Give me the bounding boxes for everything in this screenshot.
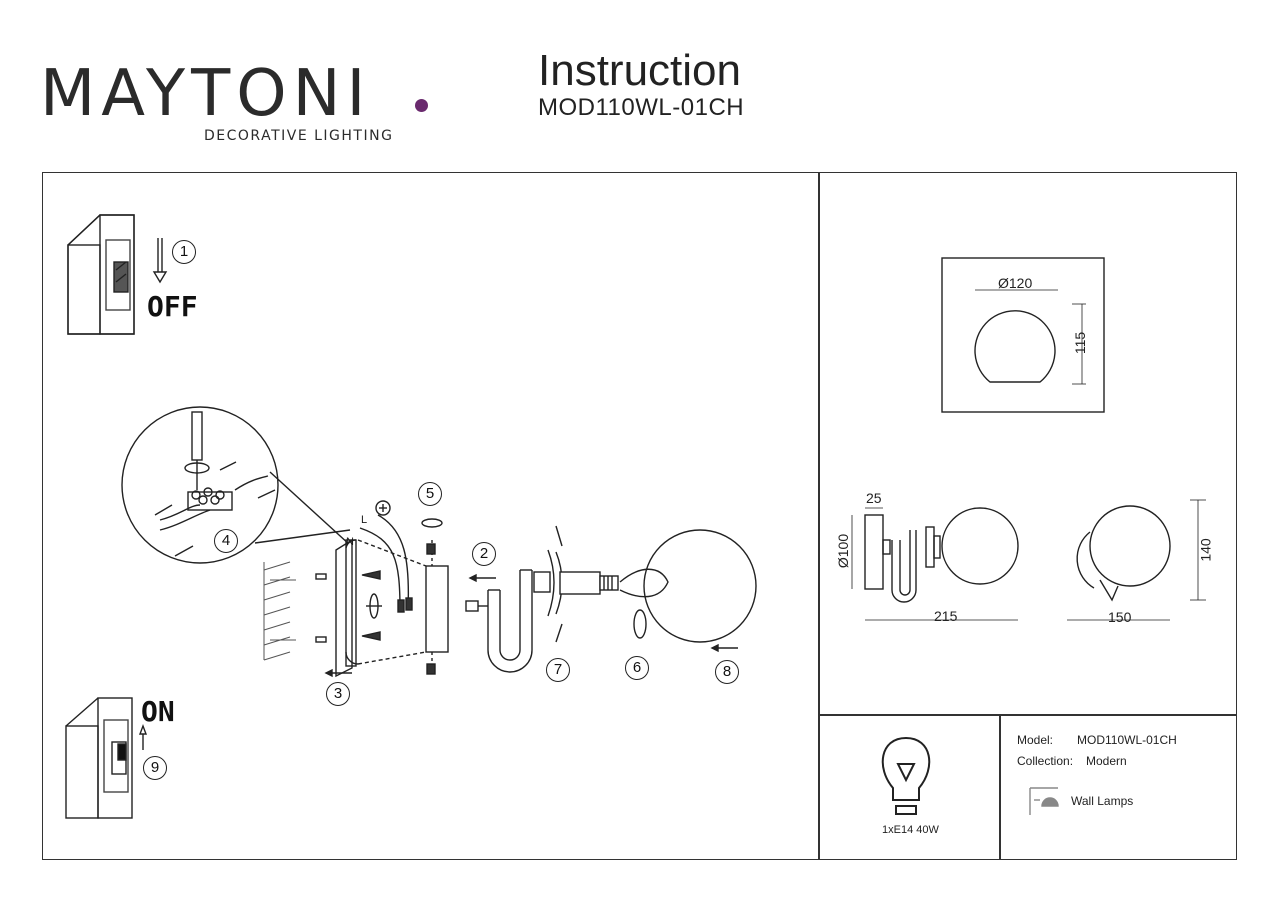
instruction-frame: [42, 172, 1237, 860]
dim-front-width: 150: [1108, 609, 1132, 625]
front-view: [941, 257, 1105, 413]
brand-accent-dot: [415, 99, 428, 112]
step-7-badge: 7: [546, 658, 570, 682]
dim-depth-small: 25: [866, 490, 882, 506]
step-3-badge: 3: [326, 682, 350, 706]
switch-off-icon: [67, 214, 135, 335]
up-arrow-icon: [138, 724, 148, 750]
dim-top-height: 115: [1072, 331, 1089, 355]
step-6-badge: 6: [625, 656, 649, 680]
brand-name: MAYTONI: [40, 57, 372, 131]
down-arrow-icon: [152, 238, 168, 284]
category-label: Wall Lamps: [1071, 794, 1134, 808]
globe-shade: [619, 529, 757, 643]
info-divider: [999, 714, 1001, 860]
terminal-n-label: N: [346, 536, 354, 548]
brand-logo: MAYTONI DECORATIVE LIGHTING: [40, 48, 428, 148]
on-label: ON: [141, 695, 175, 728]
dim-height: 140: [1197, 538, 1214, 562]
wall-hatch: [263, 561, 296, 661]
step-8-badge: 8: [715, 660, 739, 684]
side-view: [851, 507, 1019, 621]
dim-length: 215: [934, 608, 958, 624]
model-value: MOD110WL-01CH: [1077, 733, 1177, 747]
switch-on-icon: [65, 697, 133, 819]
wiring-detail-bubble: [121, 406, 351, 564]
collection-label: Collection:: [1017, 754, 1074, 768]
vertical-divider: [818, 172, 820, 860]
off-label: OFF: [147, 290, 198, 323]
horizontal-divider: [818, 714, 1237, 716]
dim-top-diameter: Ø120: [998, 275, 1033, 291]
dim-plate-diameter: Ø100: [835, 533, 852, 569]
direction-arrows: [324, 573, 738, 678]
step-2-badge: 2: [472, 542, 496, 566]
terminal-l-label: L: [361, 514, 368, 526]
step-1-badge: 1: [172, 240, 196, 264]
bulb-icon: [881, 736, 931, 815]
step-9-badge: 9: [143, 756, 167, 780]
brand-tagline: DECORATIVE LIGHTING: [204, 128, 394, 144]
u-shaped-arm: [465, 569, 533, 673]
step-4-badge: 4: [214, 529, 238, 553]
wall-lamp-icon: [1029, 787, 1059, 815]
model-subtitle: MOD110WL-01CH: [538, 94, 745, 121]
page-title: Instruction: [538, 46, 741, 95]
canopy: [357, 518, 449, 675]
mounting-plate: [315, 538, 382, 678]
step-5-badge: 5: [418, 482, 442, 506]
bulb-spec: 1xE14 40W: [882, 824, 939, 836]
collection-value: Modern: [1086, 754, 1127, 768]
end-view: [1067, 499, 1206, 621]
lamp-socket: [533, 525, 619, 643]
supply-wires: [359, 500, 413, 613]
model-label: Model:: [1017, 733, 1054, 747]
